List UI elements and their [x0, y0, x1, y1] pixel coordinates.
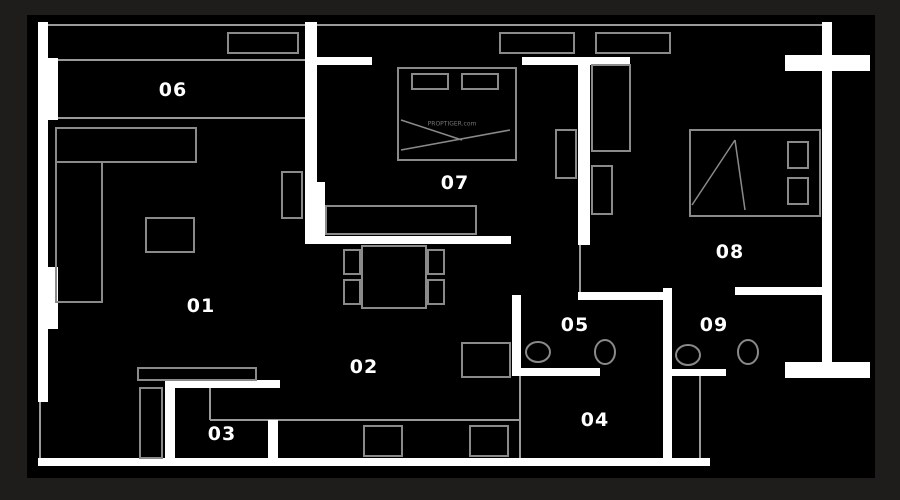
- walls: [38, 22, 870, 466]
- sink: [469, 425, 509, 457]
- room-label-07: 07: [440, 172, 470, 194]
- furniture: [55, 32, 821, 459]
- watermark: PROPTIGER.com: [427, 120, 477, 128]
- bed-08: [689, 129, 821, 217]
- outline-lines: [39, 24, 830, 458]
- room-label-02: 02: [349, 356, 379, 378]
- toilet-09: [737, 339, 759, 365]
- room-label-09: 09: [699, 314, 729, 336]
- bed-lines: [400, 119, 746, 211]
- kitchen-counter: [137, 367, 257, 381]
- wardrobe-08: [591, 64, 631, 152]
- sofa-side: [55, 161, 103, 303]
- bed-07: [397, 67, 517, 161]
- dining-table: [361, 245, 427, 309]
- basin-09: [675, 344, 701, 366]
- room-label-03: 03: [207, 423, 237, 445]
- basin-05: [525, 341, 551, 363]
- table: [145, 217, 195, 253]
- sofa-back: [55, 127, 197, 163]
- stove: [363, 425, 403, 457]
- room-label-01: 01: [186, 295, 216, 317]
- room-label-08: 08: [715, 241, 745, 263]
- ac-unit-2: [499, 32, 575, 54]
- toilet-05: [594, 339, 616, 365]
- room-label-06: 06: [158, 79, 188, 101]
- wardrobe-07: [325, 205, 477, 235]
- washing-machine: [461, 342, 511, 378]
- room-label-04: 04: [580, 409, 610, 431]
- room-label-05: 05: [560, 314, 590, 336]
- ac-unit-3: [595, 32, 671, 54]
- plan-background: [27, 15, 875, 478]
- ac-unit-1: [227, 32, 299, 54]
